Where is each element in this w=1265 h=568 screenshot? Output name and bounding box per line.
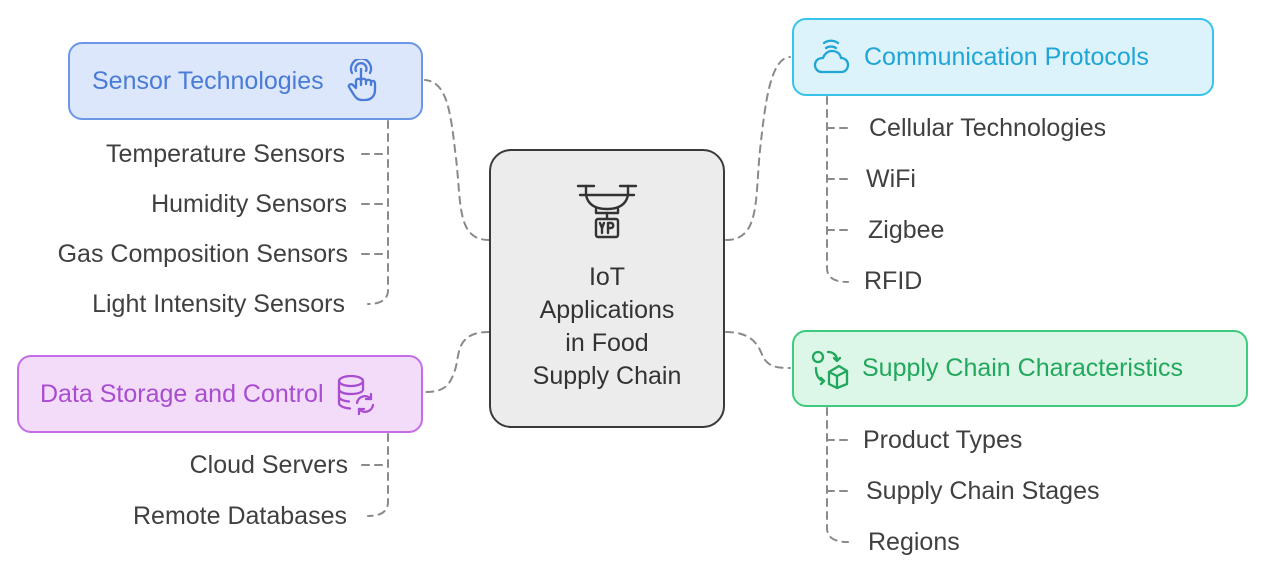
center-title-line: Applications — [539, 296, 675, 324]
package-cycle-icon — [810, 348, 850, 390]
center-title-line: in Food — [565, 329, 649, 357]
connector-center-comm — [725, 56, 791, 241]
comm-trunk — [826, 96, 849, 283]
supply-trunk — [826, 407, 849, 543]
storage-trunk — [367, 433, 389, 517]
center-title-line: Supply Chain — [532, 362, 682, 390]
leaf-remote-databases: Remote Databases — [132, 502, 347, 530]
touch-hand-icon — [344, 59, 380, 103]
data-storage-title: Data Storage and Control — [40, 379, 324, 408]
database-sync-icon — [336, 373, 376, 415]
cloud-wifi-icon — [812, 37, 850, 77]
leaf-product-types: Product Types — [863, 426, 1023, 454]
sensor-technologies-title: Sensor Technologies — [92, 66, 324, 95]
supply-chain-characteristics-node: Supply Chain Characteristics — [792, 330, 1248, 407]
communication-protocols-title: Communication Protocols — [864, 42, 1149, 71]
supply-chain-characteristics-title: Supply Chain Characteristics — [862, 354, 1183, 382]
drone-icon — [574, 181, 640, 247]
sensor-technologies-node: Sensor Technologies — [68, 42, 423, 120]
connector-center-supply — [725, 331, 791, 369]
leaf-humidity-sensors: Humidity Sensors — [151, 190, 347, 218]
leaf-temperature-sensors: Temperature Sensors — [105, 140, 345, 168]
leaf-wifi: WiFi — [866, 165, 916, 193]
leaf-cellular-technologies: Cellular Technologies — [869, 114, 1107, 142]
center-node: IoT Applications in Food Supply Chain — [489, 149, 725, 428]
leaf-light-intensity-sensors: Light Intensity Sensors — [92, 290, 345, 318]
leaf-supply-chain-stages: Supply Chain Stages — [866, 477, 1100, 505]
leaf-cloud-servers: Cloud Servers — [189, 451, 348, 479]
leaf-rfid: RFID — [864, 267, 923, 295]
communication-protocols-node: Communication Protocols — [792, 18, 1214, 96]
leaf-gas-composition-sensors: Gas Composition Sensors — [57, 240, 348, 268]
center-title: IoT Applications in Food Supply Chain — [507, 261, 707, 393]
center-title-line: IoT — [588, 263, 626, 291]
leaf-zigbee: Zigbee — [868, 216, 945, 244]
connector-center-sensor — [424, 79, 490, 241]
connector-center-storage — [424, 331, 490, 393]
data-storage-node: Data Storage and Control — [17, 355, 423, 433]
leaf-regions: Regions — [868, 528, 960, 556]
sensor-trunk — [367, 120, 389, 305]
